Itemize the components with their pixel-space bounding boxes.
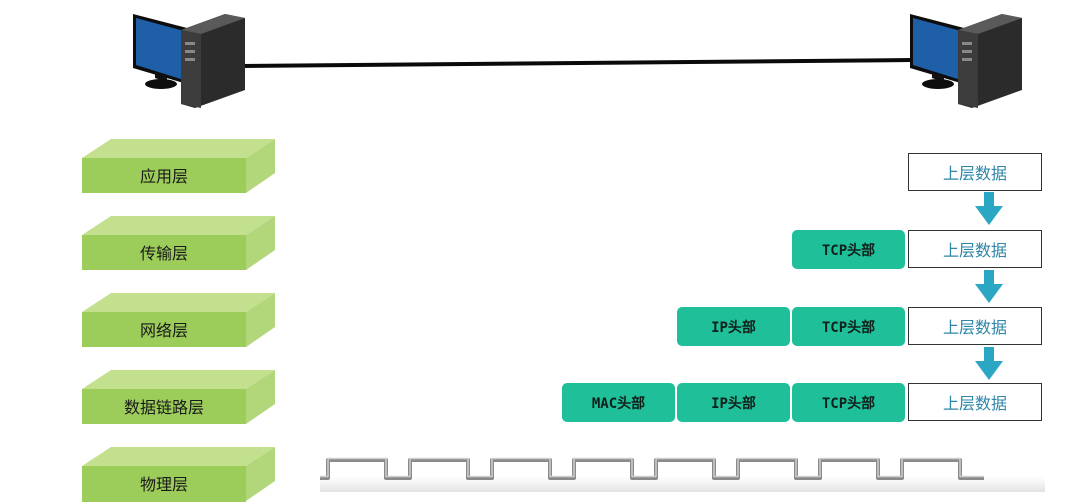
upper-data-box: 上层数据 [908, 383, 1042, 421]
layer-block-application [82, 139, 275, 193]
layer-label-network: 网络层 [139, 321, 188, 340]
layer-block-physical [82, 447, 275, 502]
tcp-header-box: TCP头部 [792, 383, 905, 422]
layer-label-application: 应用层 [139, 167, 188, 186]
connection-line [239, 58, 913, 68]
layer-block-network [82, 293, 275, 347]
square-wave [320, 457, 1045, 492]
layer-label-datalink: 数据链路层 [123, 398, 204, 417]
computer-icon [133, 14, 245, 108]
layer-stack [82, 139, 275, 502]
upper-data-box: 上层数据 [908, 307, 1042, 345]
layer-block-datalink [82, 370, 275, 424]
upper-data-box: 上层数据 [908, 230, 1042, 268]
ip-header-box: IP头部 [677, 307, 790, 346]
network-topology [133, 14, 1022, 108]
ip-header-box: IP头部 [677, 383, 790, 422]
computer-icon [910, 14, 1022, 108]
arrow-down-icon [975, 192, 1003, 225]
arrow-down-icon [975, 270, 1003, 303]
tcp-header-box: TCP头部 [792, 307, 905, 346]
layer-label-transport: 传输层 [139, 244, 188, 263]
layer-label-physical: 物理层 [139, 475, 188, 494]
mac-header-box: MAC头部 [562, 383, 675, 422]
arrow-down-icon [975, 347, 1003, 380]
layer-block-transport [82, 216, 275, 270]
tcp-header-box: TCP头部 [792, 230, 905, 269]
upper-data-box: 上层数据 [908, 153, 1042, 191]
